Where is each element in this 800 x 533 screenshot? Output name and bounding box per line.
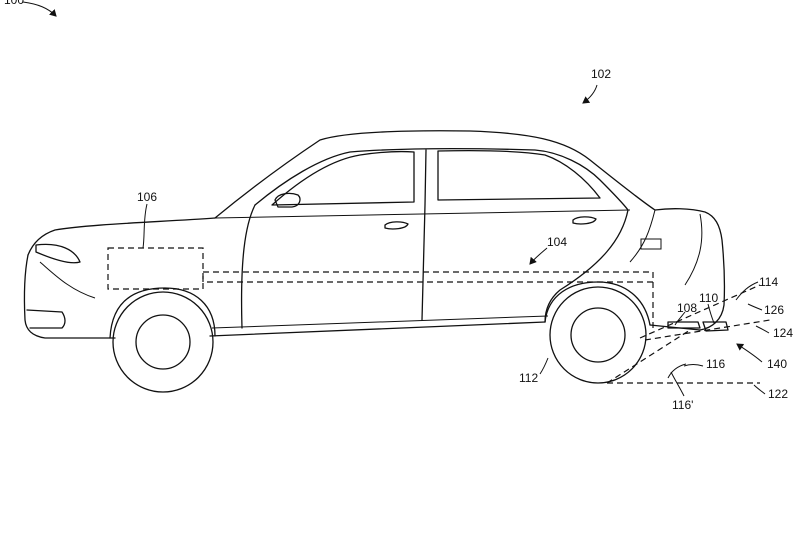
beam-124 — [644, 319, 771, 341]
label-102: 102 — [591, 67, 611, 81]
angle-arc-116 — [667, 363, 687, 379]
detection-field — [606, 284, 771, 384]
leader-104 — [529, 247, 548, 265]
front-door-handle — [384, 221, 409, 230]
label-126: 126 — [764, 303, 784, 317]
hood-line — [27, 217, 216, 256]
b-pillar — [421, 149, 427, 321]
rocker-upper — [211, 315, 549, 329]
label-116-prime: 116' — [672, 398, 693, 412]
label-110: 110 — [699, 291, 718, 305]
front-character-line — [39, 261, 96, 299]
window-frame — [254, 148, 629, 211]
trunk-line — [654, 208, 726, 331]
label-106: 106 — [137, 190, 157, 204]
module-106-box — [107, 247, 204, 290]
beam-126 — [639, 284, 761, 339]
front-door-line — [240, 204, 256, 329]
rear-window — [437, 149, 601, 201]
sensor-110 — [702, 321, 729, 332]
rocker-line — [209, 321, 546, 337]
label-140: 140 — [767, 357, 787, 371]
leader-114 — [735, 281, 759, 301]
label-114: 114 — [759, 275, 778, 289]
label-122: 122 — [768, 387, 788, 401]
rear-door-handle — [572, 216, 597, 225]
leader-124 — [755, 325, 770, 334]
headlight — [35, 243, 81, 264]
front-intake — [26, 309, 66, 329]
leader-122 — [753, 384, 766, 395]
leader-108 — [674, 311, 686, 326]
front-face — [23, 254, 116, 339]
leader-106 — [142, 203, 148, 249]
front-window — [271, 150, 415, 206]
rear-panel-curve — [629, 209, 656, 263]
rear-wheel — [549, 286, 647, 384]
side-mirror — [274, 192, 301, 208]
leader-140 — [736, 343, 763, 363]
label-108: 108 — [677, 301, 697, 315]
front-wheel — [112, 291, 214, 393]
leader-112 — [539, 357, 549, 375]
leader-110 — [707, 303, 715, 324]
roof-outline — [214, 130, 656, 219]
label-104: 104 — [547, 235, 567, 249]
rear-door-line — [544, 209, 629, 323]
rear-reflector — [640, 238, 662, 250]
leader-102 — [582, 84, 598, 104]
vehicle-body — [23, 130, 726, 339]
label-124: 124 — [773, 326, 793, 340]
leader-116-prime — [670, 371, 685, 397]
path-104-box — [202, 271, 654, 283]
leader-126 — [747, 303, 763, 311]
belt-line — [214, 209, 631, 219]
leader-116 — [683, 364, 704, 367]
beam-116 — [606, 329, 691, 384]
label-112: 112 — [519, 371, 538, 385]
rear-panel-line — [684, 213, 703, 286]
label-116: 116 — [706, 357, 725, 371]
front-wheel-arch — [109, 287, 216, 339]
label-100: 100 — [4, 0, 24, 7]
leader-100 — [22, 1, 57, 17]
